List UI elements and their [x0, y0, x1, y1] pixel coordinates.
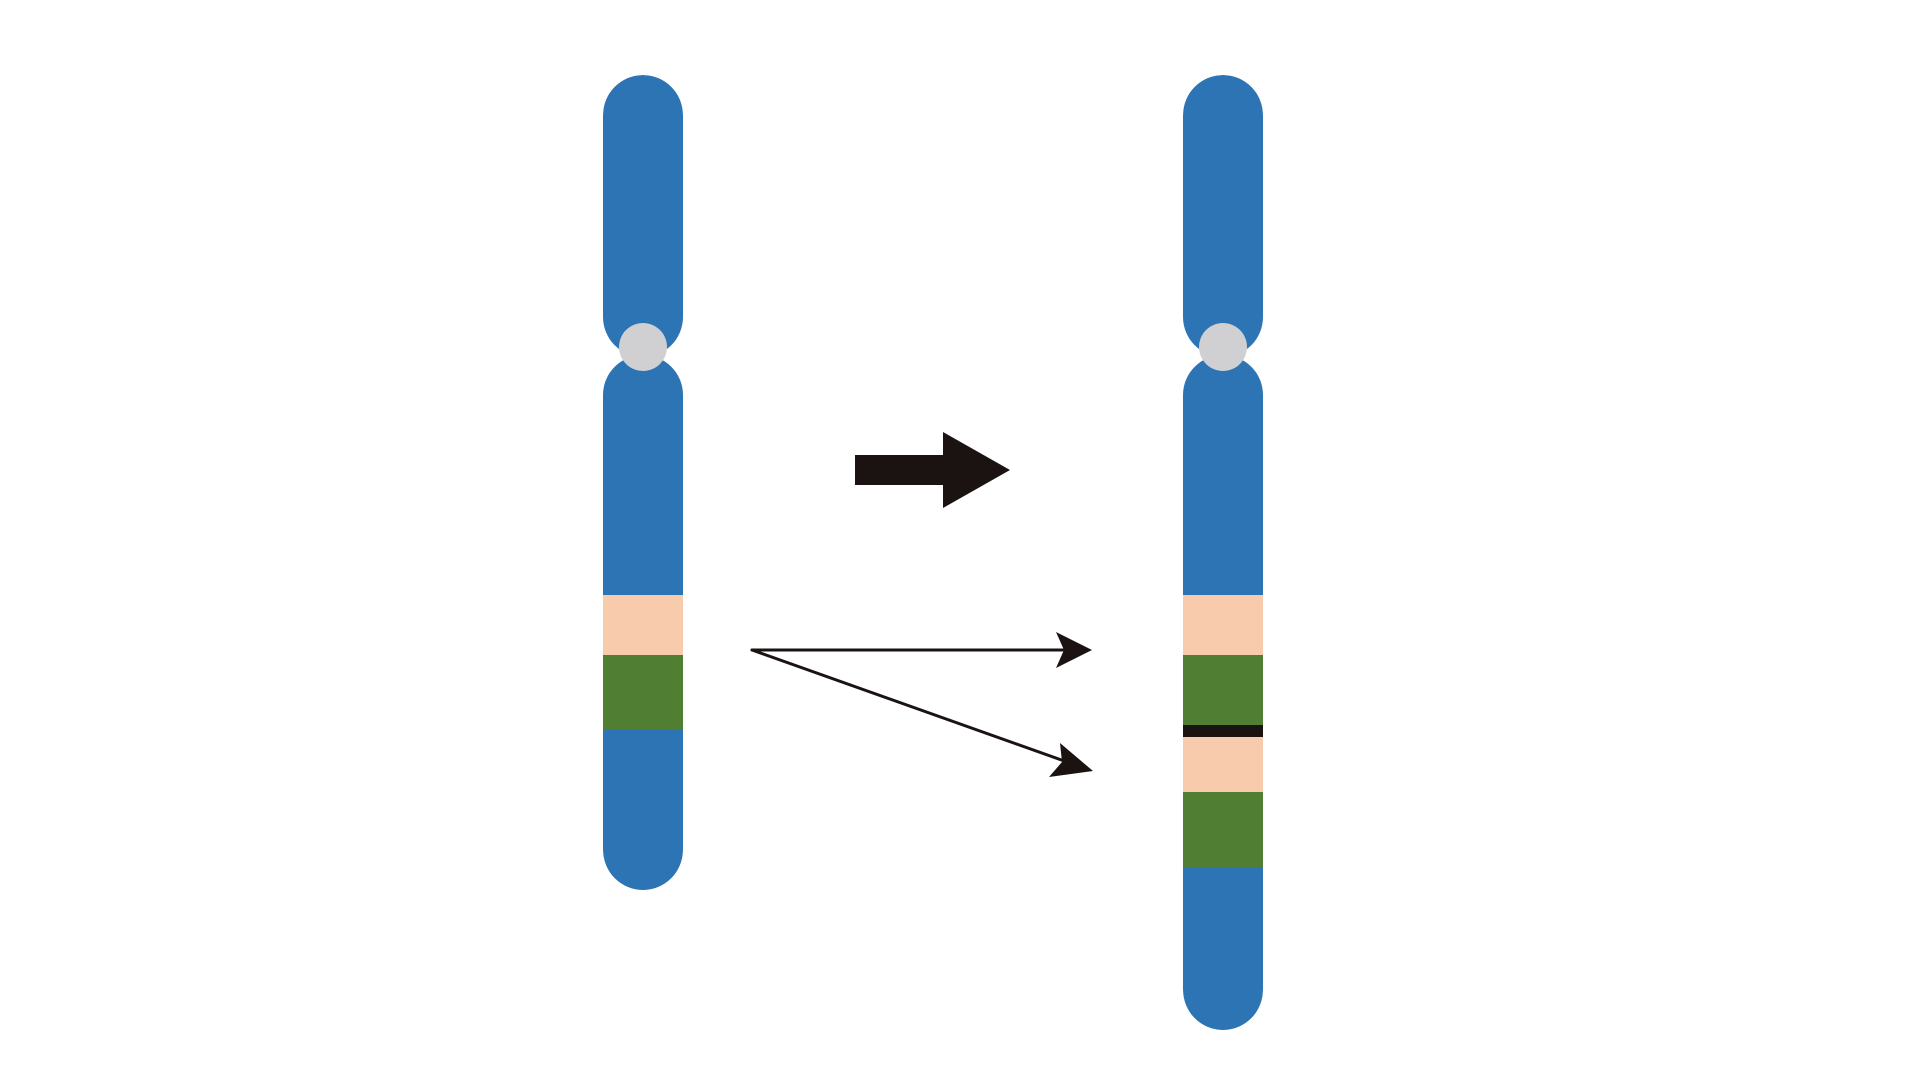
process-arrow: [855, 432, 1010, 508]
duplicated-band-peach-2: [1183, 737, 1263, 792]
mapping-arrows: [750, 632, 1093, 777]
original-chromosome-arm-upper: [603, 75, 683, 357]
mapping-arrow-lower-head: [1049, 743, 1093, 777]
duplicated-centromere: [1199, 323, 1247, 371]
original-chromosome: [603, 75, 683, 890]
original-band-peach: [603, 595, 683, 655]
duplicated-chromosome-arm-upper: [1183, 75, 1263, 357]
duplicated-band-green-2: [1183, 792, 1263, 867]
mapping-arrow-lower-shaft: [750, 648, 1072, 765]
mapping-arrow-upper-head: [1056, 632, 1092, 668]
duplicated-band-peach-1: [1183, 595, 1263, 655]
duplicated-chromosome: [1183, 75, 1263, 1030]
duplication-junction-line: [1183, 725, 1263, 737]
original-centromere: [619, 323, 667, 371]
duplicated-band-green-1: [1183, 655, 1263, 725]
original-band-green: [603, 655, 683, 730]
